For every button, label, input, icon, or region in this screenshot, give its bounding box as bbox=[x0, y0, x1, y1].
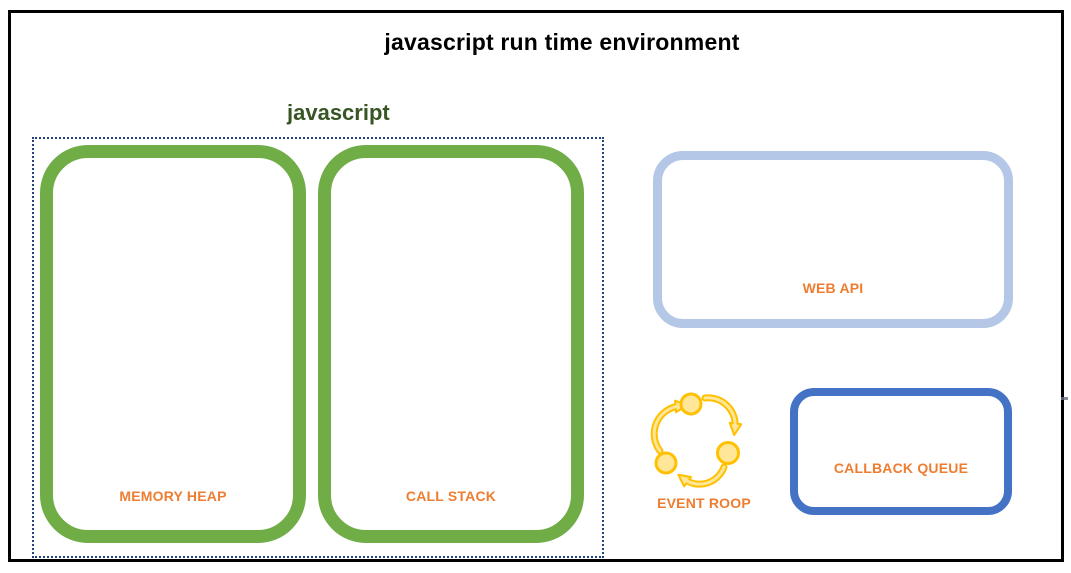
web-api-label: WEB API bbox=[802, 280, 864, 296]
event-loop-label: EVENT ROOP bbox=[657, 495, 751, 511]
call-stack-box: CALL STACK bbox=[318, 145, 584, 543]
web-api-box: WEB API bbox=[653, 151, 1013, 328]
callback-queue-label: CALLBACK QUEUE bbox=[833, 460, 969, 476]
page-title: javascript run time environment bbox=[384, 29, 740, 55]
event-loop-group: EVENT ROOP bbox=[643, 390, 765, 518]
memory-heap-box: MEMORY HEAP bbox=[40, 145, 306, 543]
javascript-group-label: javascript bbox=[287, 100, 390, 125]
cycle-arrows-icon bbox=[650, 392, 743, 488]
memory-heap-label: MEMORY HEAP bbox=[119, 488, 227, 504]
edge-artifact-dash bbox=[1061, 397, 1068, 400]
outer-frame: javascript run time environment javascri… bbox=[8, 10, 1064, 562]
javascript-group-boundary bbox=[32, 137, 604, 558]
callback-queue-box: CALLBACK QUEUE bbox=[790, 388, 1012, 515]
call-stack-label: CALL STACK bbox=[405, 488, 497, 504]
